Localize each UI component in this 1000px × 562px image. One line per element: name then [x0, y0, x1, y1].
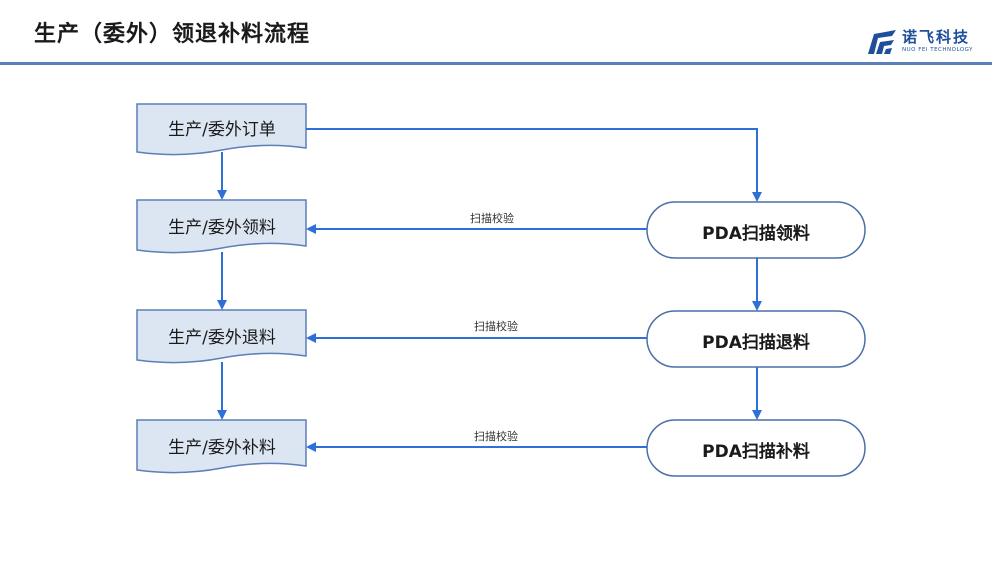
node-pda-return: PDA扫描退料: [702, 333, 810, 353]
doc-shape-issue: [136, 199, 307, 254]
header-divider: [0, 62, 992, 65]
node-supplement: 生产/委外补料: [168, 438, 276, 458]
node-order: 生产/委外订单: [168, 120, 276, 140]
logo-mark-icon: [868, 30, 896, 54]
edge-label-scan-check-1: 扫描校验: [470, 212, 514, 225]
logo-subtext: NUO FEI TECHNOLOGY: [902, 47, 974, 53]
logo-text: 诺飞科技: [902, 28, 971, 46]
arrow-order-to-pda-issue: [306, 128, 762, 202]
doc-shape-return: [136, 309, 307, 364]
edge-label-scan-check-3: 扫描校验: [474, 430, 518, 443]
node-issue: 生产/委外领料: [168, 218, 276, 238]
doc-shape-supplement: [136, 419, 307, 474]
doc-shape-order: [136, 103, 307, 156]
edge-label-scan-check-2: 扫描校验: [474, 320, 518, 333]
page-title: 生产（委外）领退补料流程: [34, 22, 311, 47]
node-return: 生产/委外退料: [168, 328, 276, 348]
node-pda-issue: PDA扫描领料: [702, 224, 810, 244]
node-pda-supplement: PDA扫描补料: [702, 442, 810, 462]
company-logo: 诺飞科技 NUO FEI TECHNOLOGY: [866, 28, 976, 60]
